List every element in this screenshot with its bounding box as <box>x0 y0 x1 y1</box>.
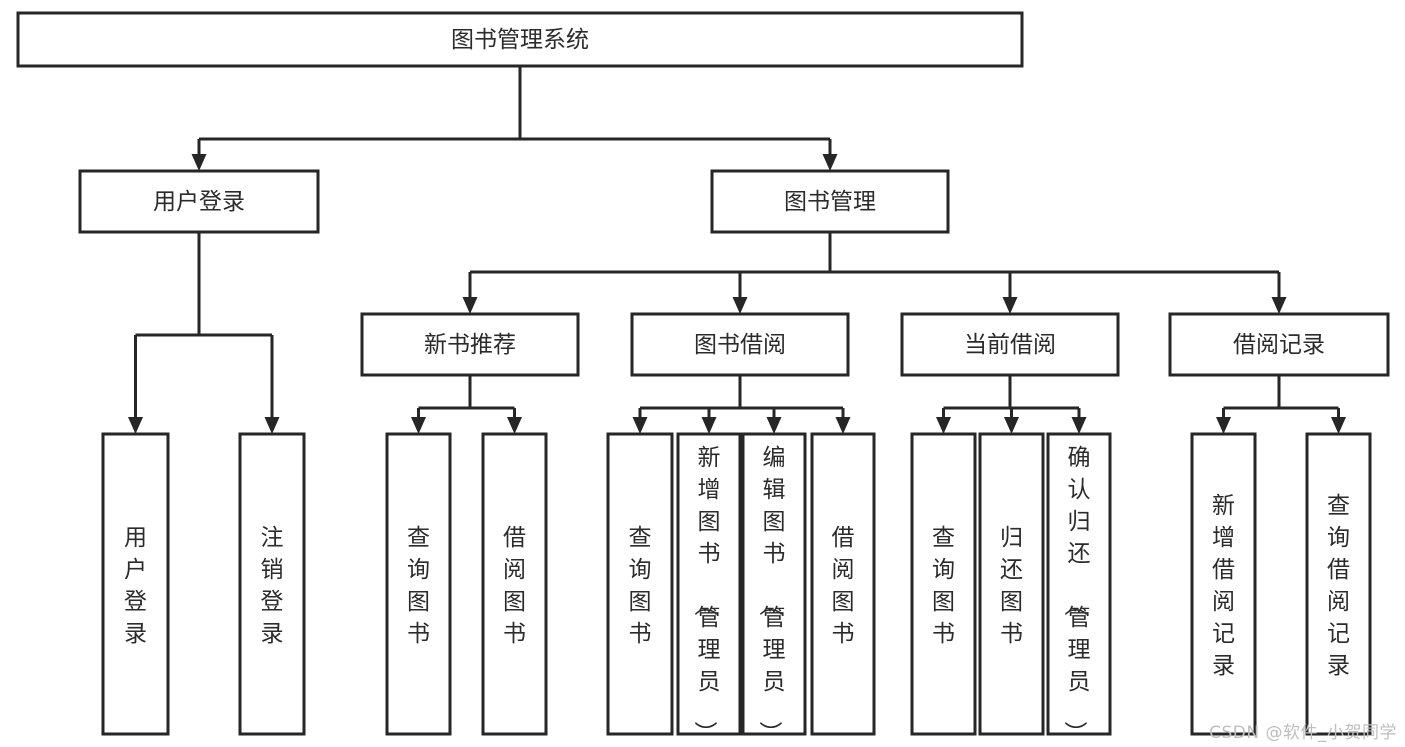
node-box <box>606 432 674 736</box>
arrow-head-icon <box>1002 297 1018 314</box>
edge-current-to-leaves <box>936 375 1087 434</box>
arrow-head-icon <box>822 154 838 171</box>
node-box <box>676 432 742 736</box>
node-box <box>101 432 170 736</box>
node-box <box>78 169 320 234</box>
node-leaf-query-book-3[interactable]: 查询图书 <box>910 432 977 736</box>
node-label: 借阅图书 <box>832 525 855 647</box>
node-leaf-query-book-1[interactable]: 查询图书 <box>385 432 452 736</box>
node-box <box>1190 432 1257 736</box>
node-box <box>360 312 580 377</box>
edge-newbook-to-leaves <box>411 375 522 434</box>
node-label: 借阅图书 <box>503 525 526 647</box>
node-box <box>910 432 977 736</box>
node-leaf-return-book[interactable]: 归还图书 <box>978 432 1045 736</box>
arrow-head-icon <box>1331 417 1346 434</box>
node-root[interactable]: 图书管理系统 <box>16 11 1024 68</box>
node-label: 新书推荐 <box>424 332 516 358</box>
node-label: 归还图书 <box>1000 525 1023 647</box>
arrow-head-icon <box>411 417 426 434</box>
arrow-head-icon <box>507 417 522 434</box>
connectors-layer <box>128 66 1346 434</box>
node-leaf-query-record[interactable]: 查询借阅记录 <box>1305 432 1372 736</box>
node-label: 查询图书 <box>629 525 652 647</box>
node-login[interactable]: 用户登录 <box>78 169 320 234</box>
arrow-head-icon <box>701 417 717 434</box>
edge-records-to-leaves <box>1216 375 1346 434</box>
watermark-text: CSDN @软件_小贺同学 <box>1209 723 1397 743</box>
arrow-head-icon <box>1216 417 1231 434</box>
node-box <box>810 432 876 736</box>
edge-root-to-level2 <box>191 66 838 171</box>
node-leaf-user-login[interactable]: 用户登录 <box>101 432 170 736</box>
arrow-head-icon <box>766 417 782 434</box>
arrow-head-icon <box>632 417 648 434</box>
edge-bookmgmt-to-level3 <box>462 232 1287 314</box>
arrow-head-icon <box>264 417 280 434</box>
arrow-head-icon <box>1271 297 1287 314</box>
node-label: 用户登录 <box>124 525 147 647</box>
node-label: 当前借阅 <box>964 332 1056 358</box>
node-label: 用户登录 <box>153 189 245 215</box>
arrow-head-icon <box>936 417 951 434</box>
arrow-head-icon <box>732 297 748 314</box>
node-box <box>1168 312 1390 377</box>
node-newbook[interactable]: 新书推荐 <box>360 312 580 377</box>
node-leaf-user-logout[interactable]: 注销登录 <box>238 432 306 736</box>
node-box <box>481 432 548 736</box>
node-leaf-confirm-return[interactable]: 确认归还（管理员） <box>1046 432 1112 744</box>
arrow-head-icon <box>835 417 851 434</box>
node-leaf-borrow-book-2[interactable]: 借阅图书 <box>810 432 876 736</box>
nodes-layer: 图书管理系统用户登录图书管理新书推荐图书借阅当前借阅借阅记录用户登录注销登录查询… <box>16 11 1390 744</box>
node-bookmgmt[interactable]: 图书管理 <box>710 169 950 234</box>
node-label: 新增借阅记录 <box>1212 493 1235 679</box>
node-label: 新增图书（管理员） <box>692 445 721 744</box>
arrow-head-icon <box>462 297 478 314</box>
node-box <box>900 312 1120 377</box>
node-box <box>741 432 807 736</box>
node-box <box>238 432 306 736</box>
node-label: 编辑图书（管理员） <box>757 445 786 744</box>
node-label: 确认归还（管理员） <box>1062 445 1091 744</box>
node-box <box>630 312 850 377</box>
node-box <box>1305 432 1372 736</box>
node-label: 查询借阅记录 <box>1327 493 1350 679</box>
node-label: 图书管理系统 <box>451 27 589 53</box>
node-box <box>710 169 950 234</box>
node-box <box>16 11 1024 68</box>
node-label: 图书借阅 <box>694 332 786 358</box>
node-leaf-query-book-2[interactable]: 查询图书 <box>606 432 674 736</box>
node-label: 查询图书 <box>932 525 955 647</box>
edge-borrow-to-leaves <box>632 375 851 434</box>
node-borrow[interactable]: 图书借阅 <box>630 312 850 377</box>
node-leaf-borrow-book-1[interactable]: 借阅图书 <box>481 432 548 736</box>
node-leaf-add-record[interactable]: 新增借阅记录 <box>1190 432 1257 736</box>
node-current[interactable]: 当前借阅 <box>900 312 1120 377</box>
node-leaf-add-book[interactable]: 新增图书（管理员） <box>676 432 742 744</box>
node-box <box>385 432 452 736</box>
arrow-head-icon <box>1071 417 1087 434</box>
node-label: 查询图书 <box>407 525 430 647</box>
arrow-head-icon <box>1004 417 1019 434</box>
node-label: 借阅记录 <box>1233 332 1325 358</box>
node-box <box>1046 432 1112 736</box>
arrow-head-icon <box>191 154 207 171</box>
node-leaf-edit-book[interactable]: 编辑图书（管理员） <box>741 432 807 744</box>
node-label: 图书管理 <box>784 189 876 215</box>
node-box <box>978 432 1045 736</box>
edge-login-to-leaves <box>128 232 280 434</box>
node-records[interactable]: 借阅记录 <box>1168 312 1390 377</box>
node-label: 注销登录 <box>261 525 284 647</box>
arrow-head-icon <box>128 417 143 434</box>
